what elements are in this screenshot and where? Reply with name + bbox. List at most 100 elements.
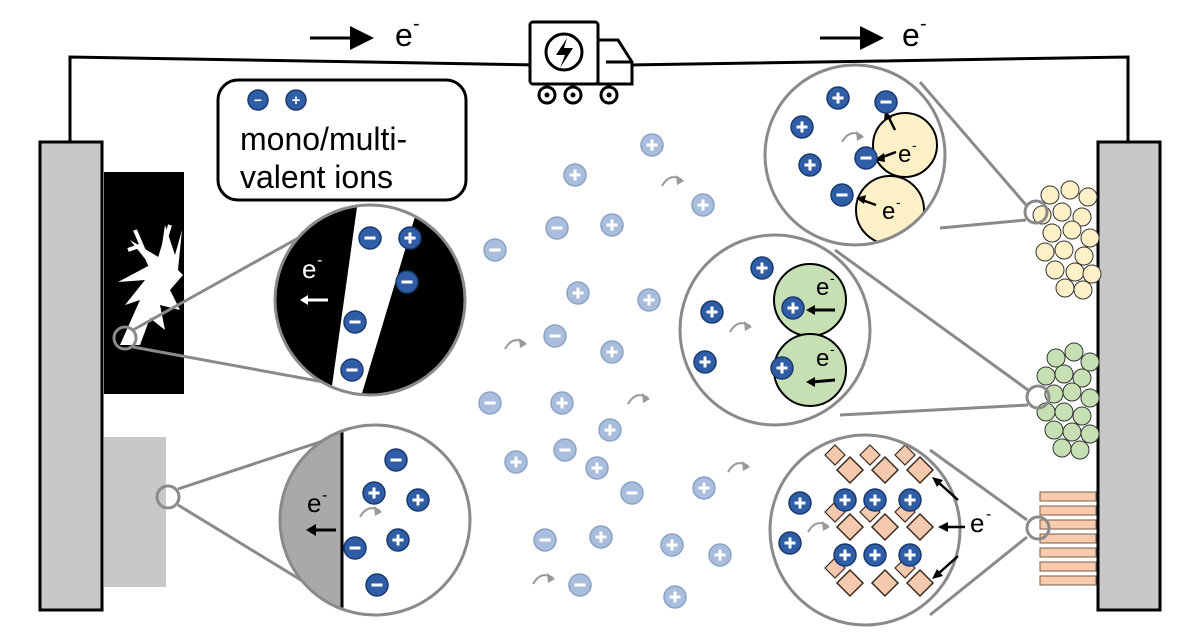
anion (830, 183, 854, 207)
cation (700, 300, 724, 324)
green-particle-cluster (1036, 342, 1100, 460)
anion (365, 573, 389, 597)
host-lattice-diamond (905, 568, 935, 598)
anion (620, 481, 644, 505)
green-particle (1064, 342, 1084, 362)
host-lattice-diamond (870, 568, 900, 598)
ion-legend: − + mono/multi- valent ions (216, 78, 468, 202)
dendrite-magnifier: e - (273, 203, 467, 397)
host-lattice-diamond (835, 568, 865, 598)
anion (478, 391, 502, 415)
electron-flow-right: e - (820, 13, 927, 53)
anion (340, 358, 364, 382)
cation (566, 281, 590, 305)
cation (563, 163, 587, 187)
green-particle (1072, 368, 1092, 388)
curved-arrow-icon (661, 175, 684, 187)
yellow-particle (1082, 264, 1102, 284)
yellow-particle (1040, 185, 1060, 205)
cation (406, 488, 430, 512)
yellow-particle (1055, 278, 1075, 298)
green-particle (1054, 402, 1074, 422)
curved-arrow-icon (729, 321, 752, 333)
cation (770, 356, 794, 380)
host-lattice-diamond (835, 512, 865, 542)
svg-text:e: e (882, 198, 895, 225)
cation (550, 391, 574, 415)
svg-text:e: e (970, 508, 984, 538)
svg-text:e: e (898, 141, 911, 168)
green-particle (1044, 420, 1064, 440)
svg-text:-: - (317, 252, 322, 269)
curved-arrow-icon (504, 338, 527, 350)
curved-arrow-icon (807, 521, 830, 533)
green-particle-magnifier: e - e - (678, 233, 872, 427)
cation (898, 543, 922, 567)
svg-text:+: + (292, 92, 301, 109)
anion-legend-icon: − (247, 89, 269, 111)
host-lattice-diamond (859, 444, 881, 466)
svg-text:-: - (322, 487, 327, 504)
yellow-particle (1078, 187, 1098, 207)
yellow-particle (1065, 262, 1085, 282)
cation (863, 543, 887, 567)
flow-arrows-layer (359, 131, 864, 585)
electron-label: e (307, 488, 321, 518)
green-particle (1062, 422, 1082, 442)
svg-text:-: - (830, 341, 835, 357)
yellow-particle-cluster (1032, 180, 1102, 300)
curved-arrow-icon (841, 131, 864, 143)
svg-text:e: e (816, 345, 829, 372)
cation (663, 585, 687, 609)
anion (533, 528, 557, 552)
cation (833, 543, 857, 567)
cation (637, 288, 661, 312)
dendrite (118, 225, 183, 345)
cation (692, 476, 716, 500)
anion (545, 216, 569, 240)
yellow-particle (1035, 242, 1055, 262)
cation (362, 481, 386, 505)
cation (833, 488, 857, 512)
circuit-wire-left (68, 55, 541, 142)
yellow-particle (1074, 246, 1094, 266)
cation (781, 296, 805, 320)
cation (826, 86, 850, 110)
host-lattice-diamond (894, 444, 916, 466)
green-particle (1036, 366, 1056, 386)
yellow-particle (1060, 180, 1080, 200)
yellow-particle (1052, 202, 1072, 222)
yellow-particle (1062, 220, 1082, 240)
green-particle (1080, 388, 1100, 408)
cation (660, 533, 684, 557)
lightning-bolt-icon (556, 38, 573, 68)
electron-label: e (302, 254, 316, 284)
layered-stripe-stack (1039, 491, 1097, 586)
green-particle (1072, 406, 1092, 426)
anion (483, 238, 507, 262)
cation (693, 350, 717, 374)
ions-layer (340, 86, 922, 609)
svg-text:-: - (912, 137, 917, 153)
curved-arrow-icon (727, 461, 750, 473)
electron-label: e (395, 17, 413, 53)
cation (398, 226, 422, 250)
cation (600, 340, 624, 364)
yellow-particle (1080, 228, 1100, 248)
cation (386, 528, 410, 552)
green-particle (1062, 382, 1082, 402)
legend-text-line2: valent ions (240, 159, 393, 195)
cation (798, 153, 822, 177)
cation (778, 531, 802, 555)
legend-text-line1: mono/multi- (240, 121, 407, 157)
dendrite-branches (127, 224, 172, 266)
cation (504, 450, 528, 474)
host-lattice-diamond (905, 455, 935, 485)
svg-text:-: - (830, 270, 835, 286)
cation (600, 213, 624, 237)
cation (598, 418, 622, 442)
cation (691, 193, 715, 217)
yellow-particle (1045, 260, 1065, 280)
